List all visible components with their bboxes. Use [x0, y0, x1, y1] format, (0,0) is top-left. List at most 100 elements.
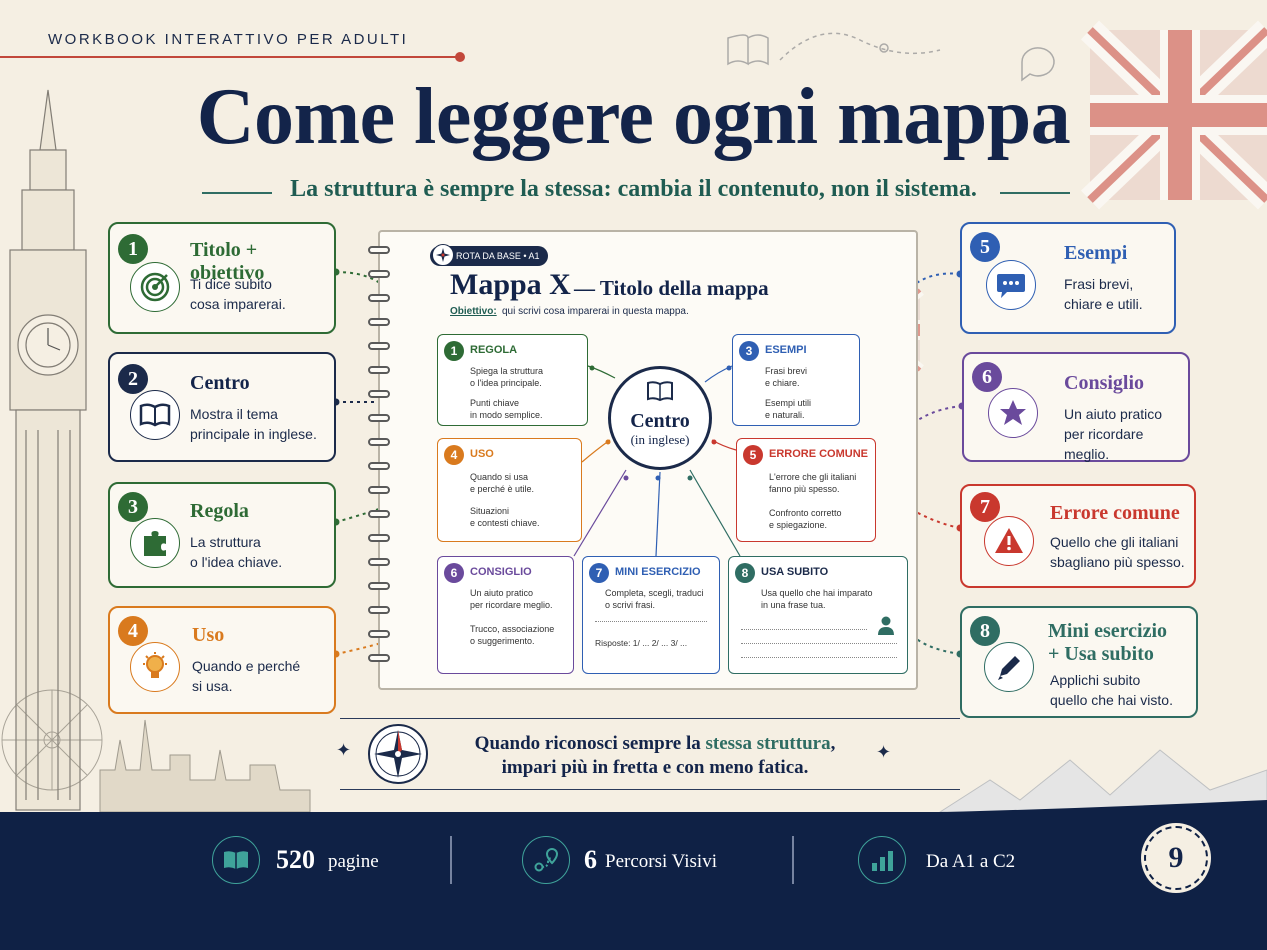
card-title: Uso — [192, 624, 225, 646]
page-number: 9 — [1144, 826, 1208, 890]
quote-text: Quando riconosci sempre la — [474, 733, 706, 754]
mini-box-answers: Risposte: 1/ ... 2/ ... 3/ ... — [595, 638, 688, 648]
book-icon — [130, 390, 180, 440]
card-center: 2 Centro Mostra il tema principale in in… — [108, 352, 336, 462]
card-number: 7 — [970, 492, 1000, 522]
mini-box-title: USO — [470, 448, 494, 460]
mini-box-text: Spiega la struttura o l'idea principale. — [470, 366, 544, 388]
mini-box-text: Punti chiave in modo semplice. — [470, 398, 543, 420]
mini-box-title: USA SUBITO — [761, 566, 829, 578]
compass-icon — [368, 724, 428, 784]
card-number: 3 — [118, 492, 148, 522]
card-number: 1 — [118, 234, 148, 264]
mini-box-number: 6 — [444, 563, 464, 583]
card-number: 4 — [118, 616, 148, 646]
book-icon — [212, 836, 260, 884]
mini-box-title: ERRORE COMUNE — [769, 448, 869, 460]
card-number: 8 — [970, 616, 1000, 646]
card-title: Consiglio — [1064, 372, 1145, 394]
sparkle-icon: ✦ — [876, 742, 892, 762]
writing-line — [741, 657, 897, 658]
subtitle-rule-left — [202, 192, 272, 194]
spiral-ring — [368, 414, 390, 422]
card-description: Applichi subito quello che hai visto. — [1050, 672, 1173, 708]
book-icon — [646, 380, 674, 407]
mini-box-title: MINI ESERCIZIO — [615, 566, 701, 578]
spiral-ring — [368, 318, 390, 326]
answer-line — [595, 621, 707, 622]
mini-box-number: 8 — [735, 563, 755, 583]
stat-paths-value: 6 — [584, 845, 597, 874]
quote-banner — [340, 718, 960, 790]
card-description: Ti dice subito cosa imparerai. — [190, 276, 286, 312]
card-title: Errore comune — [1050, 502, 1180, 524]
mini-box-mini-exercise: 7 MINI ESERCIZIO Completa, scegli, tradu… — [582, 556, 720, 674]
notebook-title-rest: — Titolo della mappa — [574, 276, 769, 300]
card-use: 4 Uso Quando e perché si usa. — [108, 606, 336, 714]
page-subtitle: La struttura è sempre la stessa: cambia … — [290, 176, 977, 202]
card-description: Un aiuto pratico per ricordare meglio. — [1064, 406, 1163, 462]
quote-highlight: stessa struttura — [705, 733, 831, 754]
card-title: Titolo + obiettivo — [190, 239, 265, 284]
mini-box-text: Frasi brevi e chiare. — [765, 366, 808, 388]
mini-box-use-now: 8 USA SUBITO Usa quello che hai imparato… — [728, 556, 908, 674]
spiral-ring — [368, 630, 390, 638]
writing-line — [741, 643, 897, 644]
mini-box-advice: 6 CONSIGLIO Un aiuto pratico per ricorda… — [437, 556, 574, 674]
pencil-icon — [984, 642, 1034, 692]
card-title: Esempi — [1064, 242, 1128, 264]
lightbulb-icon — [130, 642, 180, 692]
mini-box-rule: 1 REGOLA Spiega la struttura o l'idea pr… — [437, 334, 588, 426]
notebook-badge: ROTA DA BASE • A1 — [430, 246, 548, 266]
spiral-ring — [368, 294, 390, 302]
route-icon — [522, 836, 570, 884]
spiral-ring — [368, 462, 390, 470]
sparkle-icon: ✦ — [336, 740, 352, 760]
spiral-ring — [368, 558, 390, 566]
mini-box-title: CONSIGLIO — [470, 566, 532, 578]
mini-box-text: Quando si usa e perché è utile. — [470, 472, 535, 494]
card-title-objective: 1 Titolo + obiettivo Ti dice subito cosa… — [108, 222, 336, 334]
subtitle-rule-right — [1000, 192, 1070, 194]
stat-levels-label: Da A1 a C2 — [926, 851, 1016, 872]
card-mini-exercise: 8 Mini esercizio + Usa subito Applichi s… — [960, 606, 1198, 718]
spiral-ring — [368, 654, 390, 662]
page-title: Come leggere ogni mappa — [196, 73, 1071, 161]
spiral-ring — [368, 390, 390, 398]
card-description: Quello che gli italiani sbagliano più sp… — [1050, 534, 1185, 570]
spiral-ring — [368, 270, 390, 278]
mini-box-number: 7 — [589, 563, 609, 583]
puzzle-icon — [130, 518, 180, 568]
mini-box-text: Trucco, associazione o suggerimento. — [470, 624, 555, 646]
star-icon — [988, 388, 1038, 438]
mini-box-text: L'errore che gli italiani fanno più spes… — [769, 472, 857, 494]
spiral-ring — [368, 342, 390, 350]
center-sublabel: (in inglese) — [630, 432, 690, 447]
card-examples: 5 Esempi Frasi brevi, chiare e utili. — [960, 222, 1176, 334]
card-title: Mini esercizio + Usa subito — [1048, 620, 1168, 665]
stat-pages-value: 520 — [276, 845, 315, 874]
compass-icon — [432, 244, 454, 266]
footer-separator — [450, 836, 452, 884]
target-icon — [130, 262, 180, 312]
mini-box-text: Usa quello che hai imparato in una frase… — [761, 588, 873, 610]
quote-line-1: Quando riconosci sempre la stessa strutt… — [440, 733, 870, 755]
bar-chart-icon — [858, 836, 906, 884]
card-number: 5 — [970, 232, 1000, 262]
card-description: Frasi brevi, chiare e utili. — [1064, 276, 1143, 312]
mini-box-common-error: 5 ERRORE COMUNE L'errore che gli italian… — [736, 438, 876, 542]
card-common-error: 7 Errore comune Quello che gli italiani … — [960, 484, 1196, 588]
mini-box-text: Completa, scegli, traduci o scrivi frasi… — [605, 588, 704, 610]
mini-box-text: Confronto corretto e spiegazione. — [769, 508, 842, 530]
writing-line — [741, 629, 867, 630]
eyebrow-label: WORKBOOK INTERATTIVO PER ADULTI — [48, 31, 409, 48]
mini-box-number: 5 — [743, 445, 763, 465]
card-description: La struttura o l'idea chiave. — [190, 534, 283, 570]
mini-box-text: Situazioni e contesti chiave. — [470, 506, 540, 528]
quote-text: , — [830, 733, 836, 754]
mini-box-examples: 3 ESEMPI Frasi brevi e chiare. Esempi ut… — [732, 334, 860, 426]
mini-box-use: 4 USO Quando si usa e perché è utile. Si… — [437, 438, 582, 542]
center-label: Centro — [630, 410, 690, 432]
card-rule: 3 Regola La struttura o l'idea chiave. — [108, 482, 336, 588]
